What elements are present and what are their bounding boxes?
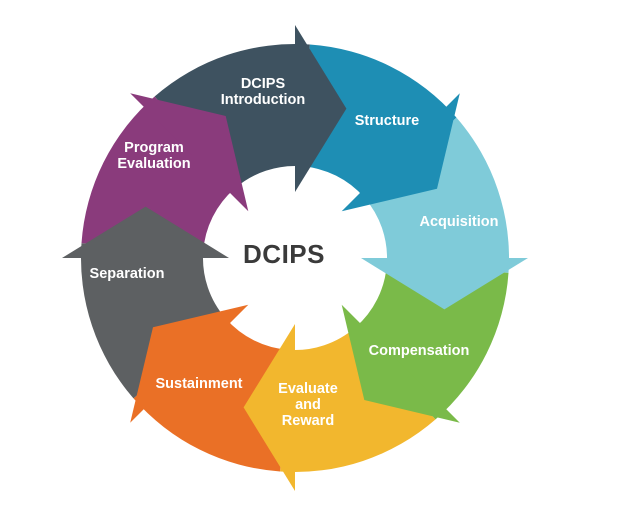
segment-arrowheads-layer — [62, 25, 528, 491]
segment-separation-label: Separation — [90, 266, 165, 282]
segment-structure-body — [301, 44, 457, 198]
segment-separation-body — [80, 243, 226, 399]
segment-sustainment-body — [133, 318, 289, 472]
segment-compensation-label: Compensation — [369, 343, 470, 359]
segment-sustainment-arrowhead-icon — [130, 304, 249, 423]
segment-dcips-introduction-body — [154, 43, 310, 189]
segment-dcips-introduction-arrowhead-icon — [295, 25, 347, 192]
segment-compensation-arrowhead-icon — [341, 304, 460, 423]
segment-evaluate-and-reward-body — [280, 327, 436, 473]
segment-compensation-body — [355, 264, 509, 420]
segment-program-evaluation-arrowhead-icon — [130, 93, 249, 212]
center-label: DCIPS — [243, 239, 325, 269]
segment-acquisition-body — [364, 117, 510, 273]
segment-program-evaluation-body — [81, 96, 235, 252]
segment-acquisition-label: Acquisition — [420, 214, 499, 230]
segment-separation-arrowhead-icon — [62, 206, 229, 258]
segment-structure-arrowhead-icon — [341, 93, 460, 212]
segment-structure-label: Structure — [355, 113, 419, 129]
segment-sustainment-label: Sustainment — [155, 376, 242, 392]
segment-evaluate-and-reward-arrowhead-icon — [243, 324, 295, 491]
segment-acquisition-arrowhead-icon — [361, 258, 528, 310]
segment-bodies-layer — [80, 43, 510, 473]
